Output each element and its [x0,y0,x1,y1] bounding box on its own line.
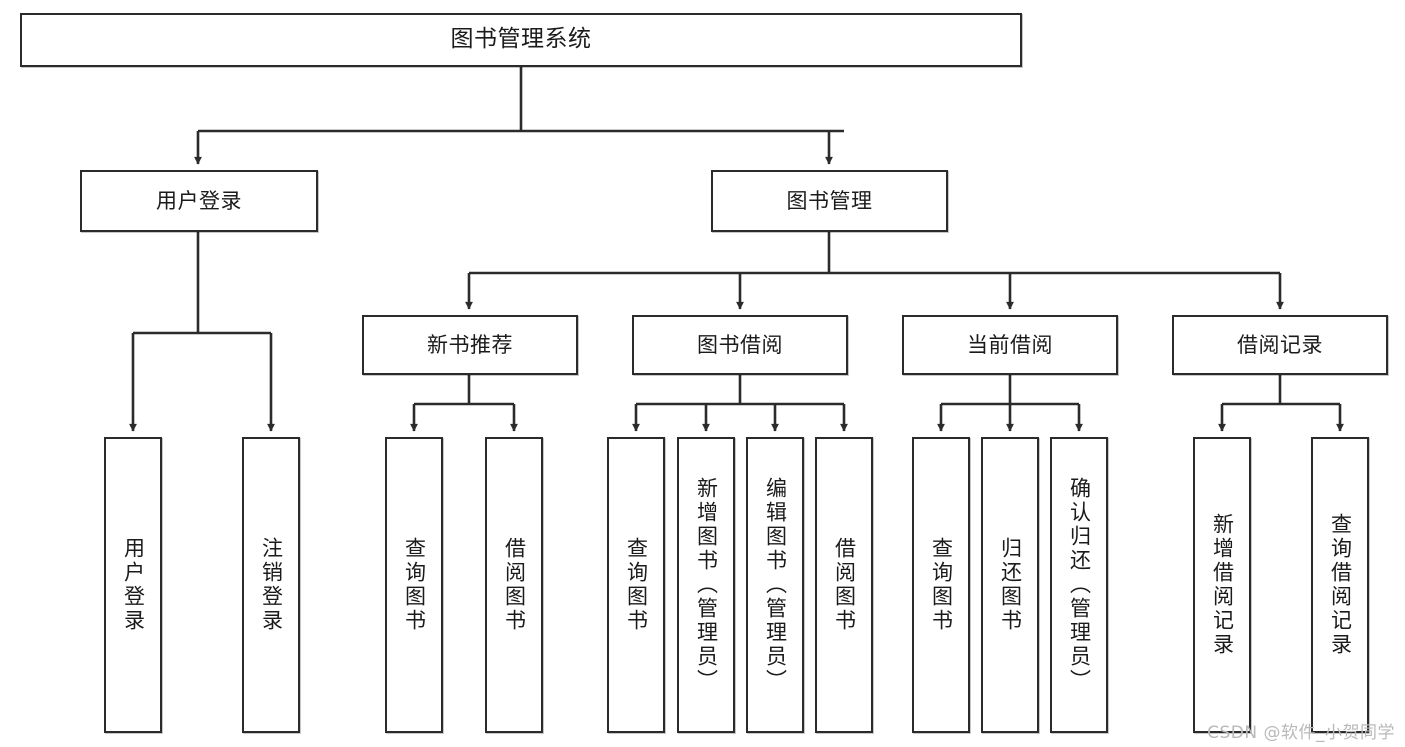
leaf-current-borrow-query-label: 查询图书 [929,537,954,633]
node-book-manage-label: 图书管理 [786,188,873,213]
node-book-borrow[interactable]: 图书借阅 [632,315,848,375]
leaf-new-book-query-label: 查询图书 [402,537,427,633]
leaf-user-login-signin[interactable]: 用户登录 [104,437,162,733]
leaf-book-borrow-edit[interactable]: 编辑图书（管理员） [746,437,804,733]
leaf-borrow-record-add-label: 新增借阅记录 [1210,513,1235,657]
leaf-new-book-query[interactable]: 查询图书 [385,437,443,733]
leaf-book-borrow-add-label: 新增图书（管理员） [694,477,719,693]
csdn-watermark: CSDN @软件_小贺同学 [1207,723,1395,743]
leaf-user-login-signin-label: 用户登录 [121,537,146,633]
node-new-book-recommend-label: 新书推荐 [427,332,513,357]
leaf-borrow-record-query-label: 查询借阅记录 [1328,513,1353,657]
node-borrow-record-label: 借阅记录 [1237,332,1323,357]
leaf-user-login-signout[interactable]: 注销登录 [242,437,300,733]
leaf-current-borrow-query[interactable]: 查询图书 [912,437,970,733]
leaf-current-borrow-return-label: 归还图书 [998,537,1023,633]
node-root-system-label: 图书管理系统 [450,26,592,53]
leaf-new-book-borrow[interactable]: 借阅图书 [485,437,543,733]
leaf-book-borrow-lend[interactable]: 借阅图书 [815,437,873,733]
node-root-system[interactable]: 图书管理系统 [20,13,1022,67]
node-current-borrow-label: 当前借阅 [967,332,1053,357]
leaf-user-login-signout-label: 注销登录 [259,537,284,633]
node-book-manage[interactable]: 图书管理 [711,170,948,232]
leaf-book-borrow-edit-label: 编辑图书（管理员） [763,477,788,693]
node-current-borrow[interactable]: 当前借阅 [902,315,1118,375]
leaf-borrow-record-query[interactable]: 查询借阅记录 [1311,437,1369,733]
leaf-current-borrow-confirm-return[interactable]: 确认归还（管理员） [1050,437,1108,733]
leaf-new-book-borrow-label: 借阅图书 [502,537,527,633]
leaf-book-borrow-query-label: 查询图书 [624,537,649,633]
node-user-login-label: 用户登录 [156,188,242,213]
leaf-book-borrow-add[interactable]: 新增图书（管理员） [677,437,735,733]
leaf-current-borrow-return[interactable]: 归还图书 [981,437,1039,733]
leaf-book-borrow-query[interactable]: 查询图书 [607,437,665,733]
node-user-login[interactable]: 用户登录 [80,170,318,232]
node-borrow-record[interactable]: 借阅记录 [1172,315,1388,375]
leaf-borrow-record-add[interactable]: 新增借阅记录 [1193,437,1251,733]
leaf-current-borrow-confirm-return-label: 确认归还（管理员） [1067,477,1092,693]
node-book-borrow-label: 图书借阅 [697,332,783,357]
leaf-book-borrow-lend-label: 借阅图书 [832,537,857,633]
node-new-book-recommend[interactable]: 新书推荐 [362,315,578,375]
